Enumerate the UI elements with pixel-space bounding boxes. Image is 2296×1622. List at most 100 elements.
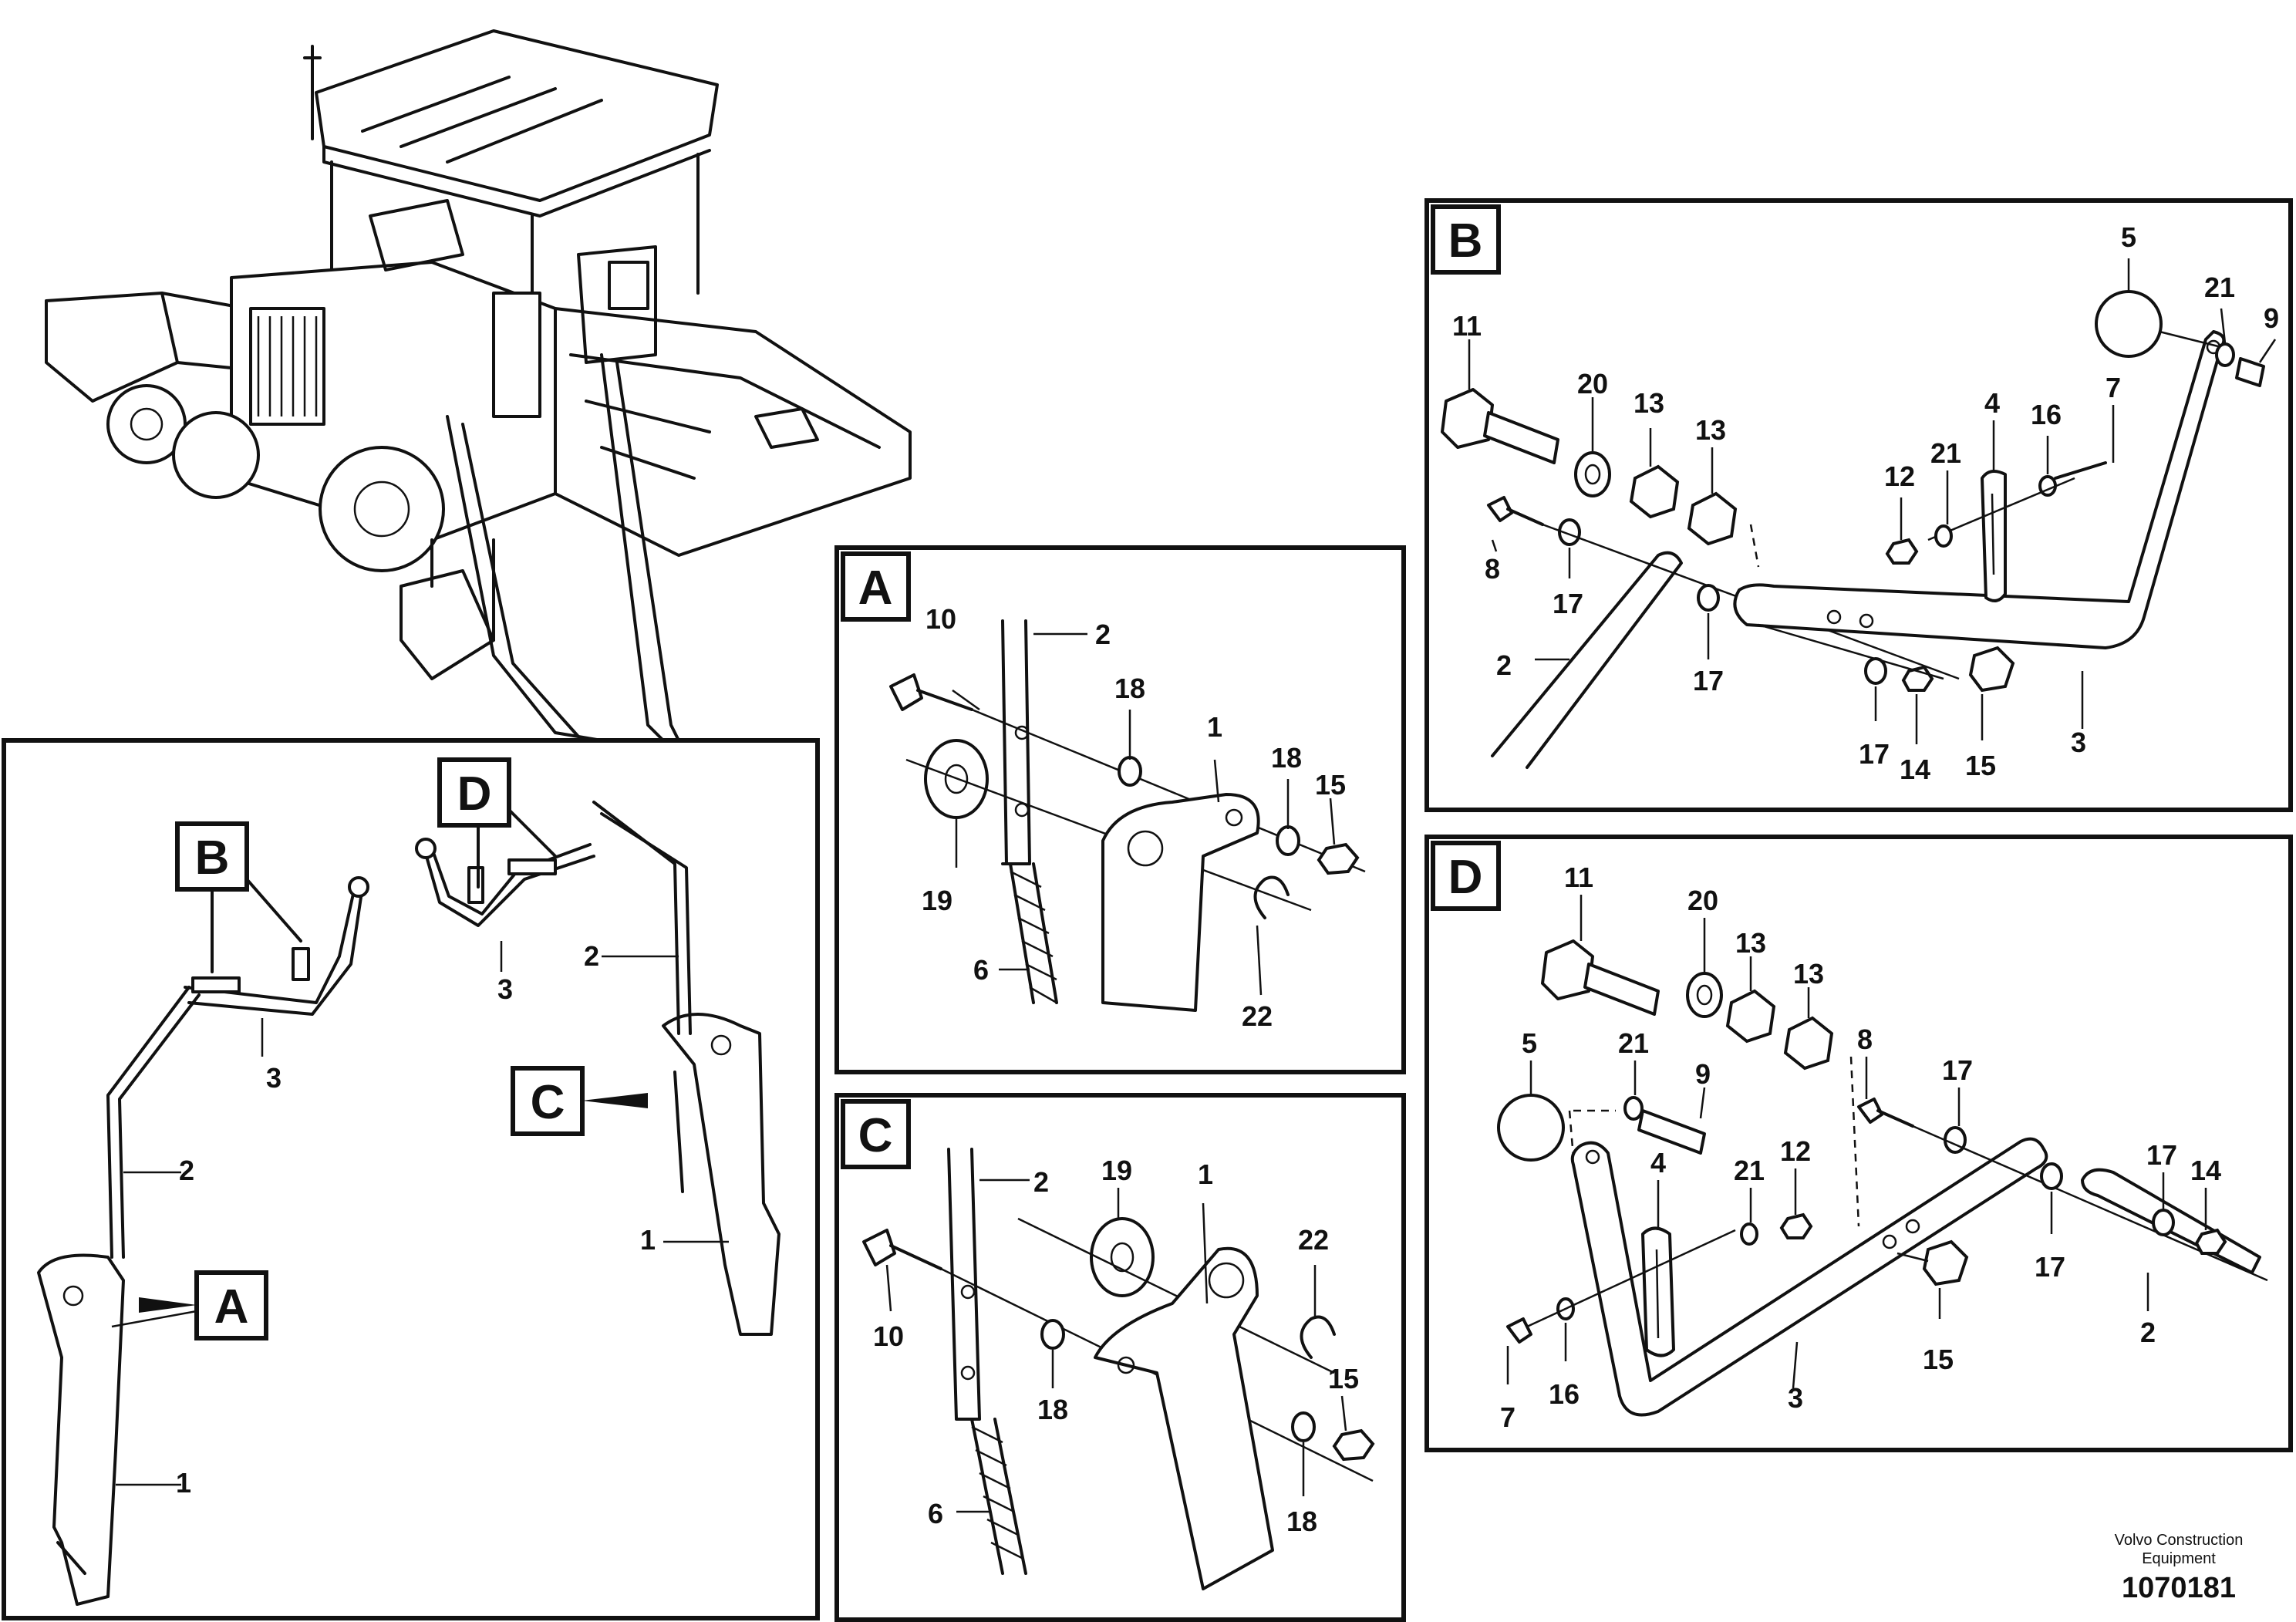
tag-box-a-overview: A bbox=[139, 1270, 268, 1340]
callout-b-16: 16 bbox=[2031, 399, 2062, 430]
callout-c-19: 19 bbox=[1101, 1155, 1132, 1186]
tag-box-c-detail: C bbox=[841, 1099, 911, 1169]
callout-d-2: 2 bbox=[2140, 1317, 2156, 1348]
left-pedal-assembly bbox=[37, 876, 369, 1606]
callout-b-12: 12 bbox=[1884, 460, 1915, 492]
callout-c-18-right: 18 bbox=[1286, 1506, 1317, 1537]
callout-overview-left-3: 3 bbox=[266, 1062, 282, 1094]
callout-d-4: 4 bbox=[1650, 1147, 1666, 1179]
tag-box-b-overview: B bbox=[175, 821, 249, 892]
callout-b-5: 5 bbox=[2121, 221, 2136, 253]
callout-c-1: 1 bbox=[1198, 1158, 1213, 1190]
manufacturer-credit: Volvo Construction Equipment bbox=[2114, 1532, 2244, 1567]
detail-d-label: D bbox=[1448, 851, 1483, 904]
callout-overview-right-1: 1 bbox=[640, 1224, 656, 1256]
detail-c-label: C bbox=[858, 1109, 893, 1162]
callout-d-11: 11 bbox=[1564, 862, 1593, 893]
callout-b-17-right: 17 bbox=[1859, 738, 1890, 770]
callout-b-14: 14 bbox=[1900, 754, 1930, 785]
detail-b-label: B bbox=[1448, 214, 1483, 268]
paver-machine-illustration bbox=[45, 29, 912, 742]
callout-a-1: 1 bbox=[1207, 711, 1222, 743]
callout-d-16: 16 bbox=[1549, 1378, 1580, 1410]
callout-b-11: 11 bbox=[1452, 310, 1482, 342]
tag-box-d-overview: D bbox=[437, 757, 511, 828]
callout-b-17-mid: 17 bbox=[1693, 665, 1724, 696]
callout-d-15: 15 bbox=[1923, 1344, 1954, 1375]
callout-b-15: 15 bbox=[1965, 750, 1996, 781]
callout-d-21-mid: 21 bbox=[1734, 1155, 1765, 1186]
callout-c-15: 15 bbox=[1328, 1363, 1359, 1394]
detail-b-parts bbox=[1441, 258, 2277, 769]
callout-overview-left-1: 1 bbox=[176, 1467, 191, 1499]
callout-b-2: 2 bbox=[1496, 649, 1512, 681]
overview-a-label: A bbox=[214, 1280, 249, 1334]
callout-b-17-left: 17 bbox=[1553, 588, 1583, 619]
tag-box-d-detail: D bbox=[1431, 841, 1501, 911]
callout-b-20: 20 bbox=[1577, 368, 1608, 400]
callout-b-21-top: 21 bbox=[2204, 271, 2235, 303]
callout-d-12: 12 bbox=[1780, 1135, 1811, 1167]
detail-a-parts bbox=[889, 619, 1366, 1012]
tag-box-a-detail: A bbox=[841, 551, 911, 622]
callout-a-18-right: 18 bbox=[1271, 742, 1302, 774]
detail-b-frame bbox=[1424, 198, 2293, 812]
detail-b-callouts: 5 21 9 11 20 13 13 4 16 7 12 21 8 17 2 1… bbox=[1452, 221, 2279, 785]
callout-d-17-top: 17 bbox=[1942, 1054, 1973, 1086]
right-pedal-assembly bbox=[415, 801, 781, 1336]
detail-d-callouts: 11 20 13 13 5 21 9 8 17 17 14 4 21 12 17… bbox=[1500, 862, 2221, 1433]
callout-d-17-right: 17 bbox=[2146, 1139, 2177, 1171]
callout-c-2: 2 bbox=[1033, 1166, 1049, 1198]
detail-d-frame bbox=[1424, 835, 2293, 1452]
callout-a-10: 10 bbox=[925, 603, 956, 635]
callout-a-22: 22 bbox=[1242, 1000, 1273, 1032]
detail-a-frame bbox=[834, 545, 1406, 1074]
callout-b-13-right: 13 bbox=[1695, 414, 1726, 446]
tag-box-c-overview: C bbox=[511, 1066, 648, 1136]
callout-b-8: 8 bbox=[1485, 553, 1500, 585]
callout-d-14: 14 bbox=[2190, 1155, 2221, 1186]
callout-b-21-mid: 21 bbox=[1930, 437, 1961, 469]
callout-d-8: 8 bbox=[1857, 1023, 1873, 1055]
callout-b-4: 4 bbox=[1984, 387, 2000, 419]
callout-d-13-left: 13 bbox=[1735, 927, 1766, 959]
drawing-number: 1070181 bbox=[2122, 1572, 2236, 1604]
callout-b-9: 9 bbox=[2264, 302, 2279, 334]
callout-d-3: 3 bbox=[1788, 1382, 1803, 1414]
overview-d-label: D bbox=[457, 767, 492, 821]
callout-d-17-mid: 17 bbox=[2035, 1251, 2065, 1283]
callout-overview-left-2: 2 bbox=[179, 1155, 194, 1186]
callout-a-2: 2 bbox=[1095, 619, 1111, 650]
detail-a-label: A bbox=[858, 561, 893, 615]
callout-c-10: 10 bbox=[873, 1320, 904, 1352]
callout-d-20: 20 bbox=[1687, 885, 1718, 916]
callout-c-18-left: 18 bbox=[1037, 1394, 1068, 1425]
callout-a-18-left: 18 bbox=[1114, 673, 1145, 704]
overview-frame bbox=[2, 738, 820, 1620]
detail-c-callouts: 2 19 1 22 10 18 15 6 18 bbox=[873, 1155, 1359, 1537]
callout-d-21-top: 21 bbox=[1618, 1027, 1649, 1059]
callout-d-7: 7 bbox=[1500, 1401, 1515, 1433]
callout-b-3: 3 bbox=[2071, 727, 2086, 758]
callout-overview-right-2: 2 bbox=[584, 940, 599, 972]
detail-c-frame bbox=[834, 1093, 1406, 1622]
callout-b-13-left: 13 bbox=[1633, 387, 1664, 419]
detail-c-parts bbox=[862, 1148, 1375, 1590]
callout-d-5: 5 bbox=[1522, 1027, 1537, 1059]
overview-callouts: 1 2 3 1 2 3 bbox=[176, 940, 656, 1499]
callout-a-15: 15 bbox=[1315, 769, 1346, 801]
callout-d-9: 9 bbox=[1695, 1058, 1711, 1090]
detail-d-parts bbox=[1497, 895, 2268, 1417]
overview-b-label: B bbox=[195, 831, 230, 885]
callout-d-13-right: 13 bbox=[1793, 958, 1824, 990]
callout-a-6: 6 bbox=[973, 954, 989, 986]
callout-c-22: 22 bbox=[1298, 1224, 1329, 1256]
callout-b-7: 7 bbox=[2106, 372, 2121, 403]
callout-a-19: 19 bbox=[922, 885, 952, 916]
detail-a-callouts: 10 2 18 1 18 15 19 6 22 bbox=[922, 603, 1346, 1032]
callout-overview-right-3: 3 bbox=[497, 973, 513, 1005]
overview-c-label: C bbox=[531, 1076, 565, 1129]
tag-box-b-detail: B bbox=[1431, 204, 1501, 275]
callout-c-6: 6 bbox=[928, 1498, 943, 1529]
